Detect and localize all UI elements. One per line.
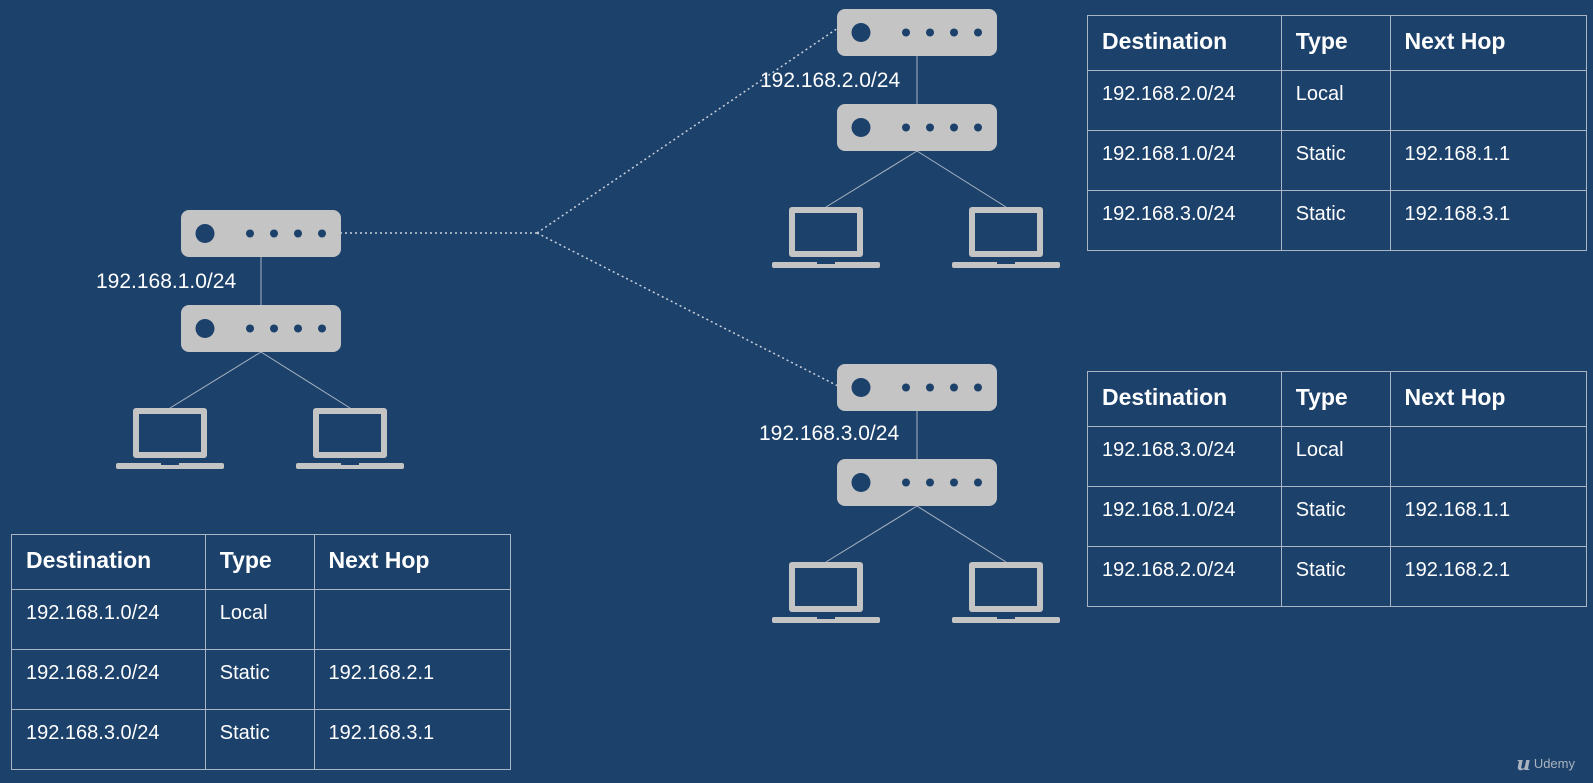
column-header: Type (204, 534, 315, 590)
router-icon (837, 9, 997, 56)
table-cell (313, 589, 511, 650)
table-cell: 192.168.3.1 (1389, 190, 1587, 251)
wan-link-c (536, 232, 839, 387)
links (169, 27, 1007, 563)
table-cell: 192.168.2.0/24 (1087, 70, 1282, 131)
table-cell: Static (1280, 486, 1391, 547)
network-label-a: 192.168.1.0/24 (96, 270, 237, 293)
table-cell (1389, 70, 1587, 131)
table-row: 192.168.1.0/24 Static 192.168.1.1 (1087, 130, 1587, 191)
table-cell: Static (204, 709, 315, 770)
table-cell: 192.168.1.1 (1389, 486, 1587, 547)
udemy-mark-icon: u (1516, 751, 1531, 775)
table-cell: 192.168.2.1 (313, 649, 511, 710)
table-cell: Static (204, 649, 315, 710)
table-cell: Local (1280, 70, 1391, 131)
column-header: Destination (1087, 15, 1282, 71)
table-row: 192.168.2.0/24 Local (1087, 70, 1587, 131)
link-switch-laptop (260, 351, 351, 409)
routing-table-b: Destination Type Next Hop 192.168.2.0/24… (1087, 15, 1587, 251)
routing-table-c: Destination Type Next Hop 192.168.3.0/24… (1087, 371, 1587, 607)
table-cell: 192.168.2.1 (1389, 546, 1587, 607)
laptop-icon (952, 207, 1060, 268)
link-switch-laptop (169, 351, 262, 409)
table-row: 192.168.3.0/24 Static 192.168.3.1 (1087, 190, 1587, 251)
devices (116, 9, 1060, 623)
table-row: 192.168.3.0/24 Local (1087, 426, 1587, 487)
link-switch-laptop (825, 150, 918, 208)
table-row: 192.168.1.0/24 Static 192.168.1.1 (1087, 486, 1587, 547)
logo-text: Udemy (1533, 755, 1575, 771)
laptop-icon (772, 207, 880, 268)
table-cell: 192.168.3.0/24 (11, 709, 206, 770)
wan-link-b (536, 27, 839, 234)
table-cell: 192.168.3.0/24 (1087, 426, 1282, 487)
table-cell: Static (1280, 130, 1391, 191)
table-cell: Local (204, 589, 315, 650)
laptop-icon (772, 562, 880, 623)
table-header-row: Destination Type Next Hop (11, 534, 511, 590)
router-icon (181, 210, 341, 257)
laptop-icon (952, 562, 1060, 623)
column-header: Destination (11, 534, 206, 590)
table-cell: 192.168.1.0/24 (11, 589, 206, 650)
table-row: 192.168.2.0/24 Static 192.168.2.1 (1087, 546, 1587, 607)
table-cell: 192.168.3.1 (313, 709, 511, 770)
laptop-icon (296, 408, 404, 469)
routing-table-a: Destination Type Next Hop 192.168.1.0/24… (11, 534, 511, 770)
column-header: Type (1280, 371, 1391, 427)
table-cell: Static (1280, 190, 1391, 251)
table-cell: 192.168.2.0/24 (11, 649, 206, 710)
network-label-c: 192.168.3.0/24 (759, 422, 900, 445)
table-cell (1389, 426, 1587, 487)
link-switch-laptop (916, 505, 1007, 563)
table-cell: Static (1280, 546, 1391, 607)
column-header: Next Hop (1389, 15, 1587, 71)
switch-icon (837, 104, 997, 151)
column-header: Type (1280, 15, 1391, 71)
link-switch-laptop (916, 150, 1007, 208)
switch-icon (181, 305, 341, 352)
table-row: 192.168.2.0/24 Static 192.168.2.1 (11, 649, 511, 710)
udemy-logo: u Udemy (1516, 751, 1575, 775)
table-cell: 192.168.1.1 (1389, 130, 1587, 191)
router-icon (837, 364, 997, 411)
column-header: Next Hop (313, 534, 511, 590)
table-cell: 192.168.3.0/24 (1087, 190, 1282, 251)
table-row: 192.168.1.0/24 Local (11, 589, 511, 650)
table-cell: 192.168.1.0/24 (1087, 486, 1282, 547)
switch-icon (837, 459, 997, 506)
network-label-b: 192.168.2.0/24 (760, 69, 901, 92)
table-header-row: Destination Type Next Hop (1087, 15, 1587, 71)
table-cell: Local (1280, 426, 1391, 487)
column-header: Next Hop (1389, 371, 1587, 427)
table-cell: 192.168.2.0/24 (1087, 546, 1282, 607)
table-row: 192.168.3.0/24 Static 192.168.3.1 (11, 709, 511, 770)
table-header-row: Destination Type Next Hop (1087, 371, 1587, 427)
table-cell: 192.168.1.0/24 (1087, 130, 1282, 191)
link-switch-laptop (825, 505, 918, 563)
column-header: Destination (1087, 371, 1282, 427)
laptop-icon (116, 408, 224, 469)
